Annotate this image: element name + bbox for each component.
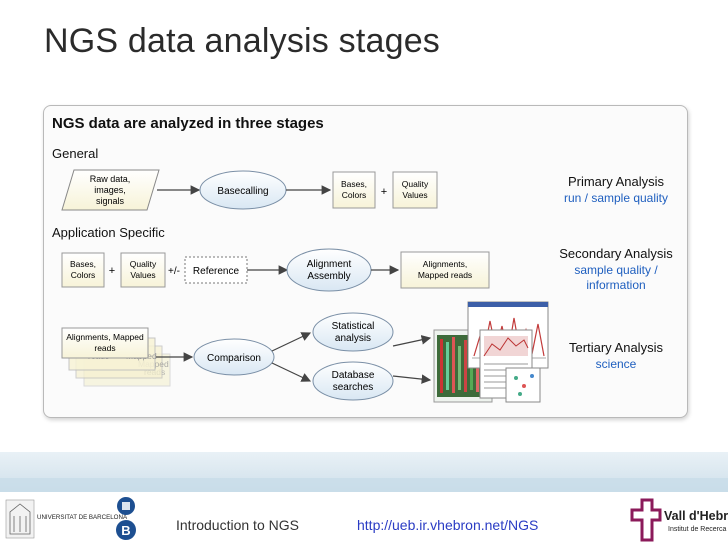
ub-name: UNIVERSITAT DE BARCELONA (37, 514, 128, 521)
app-bases-line2: Colors (71, 270, 96, 280)
bases-colors-input: Bases, Colors (61, 252, 105, 288)
comparison-process: Comparison (193, 338, 275, 376)
course-url-link[interactable]: http://ueb.ir.vhebron.net/NGS (357, 517, 539, 533)
basecalling-process: Basecalling (199, 170, 287, 210)
quality-line2: Values (402, 190, 427, 200)
alignment-assembly-process: Alignment Assembly (286, 248, 372, 292)
secondary-analysis-title: Secondary Analysis (559, 246, 673, 261)
bases-colors-output: Bases, Colors (332, 171, 376, 209)
course-name: Introduction to NGS (176, 517, 299, 533)
arrow-comparison-to-statistical (271, 332, 312, 352)
raw-data-input: Raw data, images, signals (61, 169, 160, 211)
arrow-comparison-to-database (271, 362, 312, 382)
basecalling-label: Basecalling (217, 186, 268, 197)
secondary-analysis-subtitle-2: information (586, 278, 645, 292)
reference-label: Reference (193, 266, 240, 277)
mapped-reads-line1: Alignments, (423, 259, 467, 269)
alignment-stack: reads Mapped Mapped reads Alignments, Ma… (61, 327, 171, 387)
database-searches-output: Database searches (312, 361, 394, 401)
database-line1: Database (332, 370, 375, 381)
raw-data-line3: signals (96, 196, 125, 206)
mapped-reads-output: Alignments, Mapped reads (400, 251, 490, 289)
quality-values-input: Quality Values (120, 252, 166, 288)
primary-analysis-title: Primary Analysis (568, 174, 665, 189)
diagram-heading: NGS data are analyzed in three stages (52, 115, 324, 132)
ub-letter: B (121, 523, 130, 538)
alignment-line2: Assembly (307, 271, 350, 282)
stack-line1: Alignments, Mapped (66, 332, 144, 342)
statistical-analysis-output: Statistical analysis (312, 312, 394, 352)
arrow-database-to-screens (392, 374, 432, 384)
mapped-reads-line2: Mapped reads (418, 270, 472, 280)
alignment-line1: Alignment (307, 259, 352, 270)
comparison-label: Comparison (207, 353, 261, 364)
footer-band-accent (0, 478, 728, 492)
secondary-analysis-subtitle-1: sample quality / (574, 263, 658, 277)
diagram-panel: NGS data are analyzed in three stages Ge… (43, 105, 688, 418)
tertiary-analysis-subtitle: science (596, 357, 637, 371)
database-line2: searches (333, 382, 374, 393)
tertiary-analysis-title: Tertiary Analysis (569, 340, 663, 355)
primary-analysis-subtitle: run / sample quality (564, 191, 668, 205)
bases-line2: Colors (342, 190, 367, 200)
bases-line1: Bases, (341, 179, 367, 189)
quality-values-output: Quality Values (392, 171, 438, 209)
app-plus-sign: + (109, 265, 115, 277)
vh-name: Vall d'Hebron (664, 509, 728, 523)
stack-line2: reads (94, 343, 115, 353)
row-label-application: Application Specific (52, 225, 165, 240)
app-bases-line1: Bases, (70, 259, 96, 269)
plus-sign: + (381, 186, 387, 198)
raw-data-line2: images, (94, 185, 126, 195)
arrow-statistical-to-screens (392, 335, 432, 347)
statistical-line1: Statistical (332, 321, 375, 332)
row-label-general: General (52, 146, 98, 161)
vh-sub: Institut de Recerca (668, 526, 726, 533)
app-quality-line2: Values (130, 270, 155, 280)
raw-data-line1: Raw data, (90, 174, 131, 184)
slide-title: NGS data analysis stages (44, 22, 440, 60)
analysis-software-screenshots (433, 301, 549, 403)
ngs-stage-diagram: NGS data are analyzed in three stages Ge… (52, 115, 673, 403)
quality-line1: Quality (402, 179, 429, 189)
statistical-line2: analysis (335, 333, 371, 344)
university-of-barcelona-logo: UNIVERSITAT DE BARCELONA B (4, 494, 154, 546)
app-quality-line1: Quality (130, 259, 157, 269)
reference-input: Reference (184, 256, 248, 284)
vall-hebron-logo: Vall d'Hebron Institut de Recerca (628, 496, 728, 546)
plus-minus-sign: +/- (168, 266, 180, 277)
